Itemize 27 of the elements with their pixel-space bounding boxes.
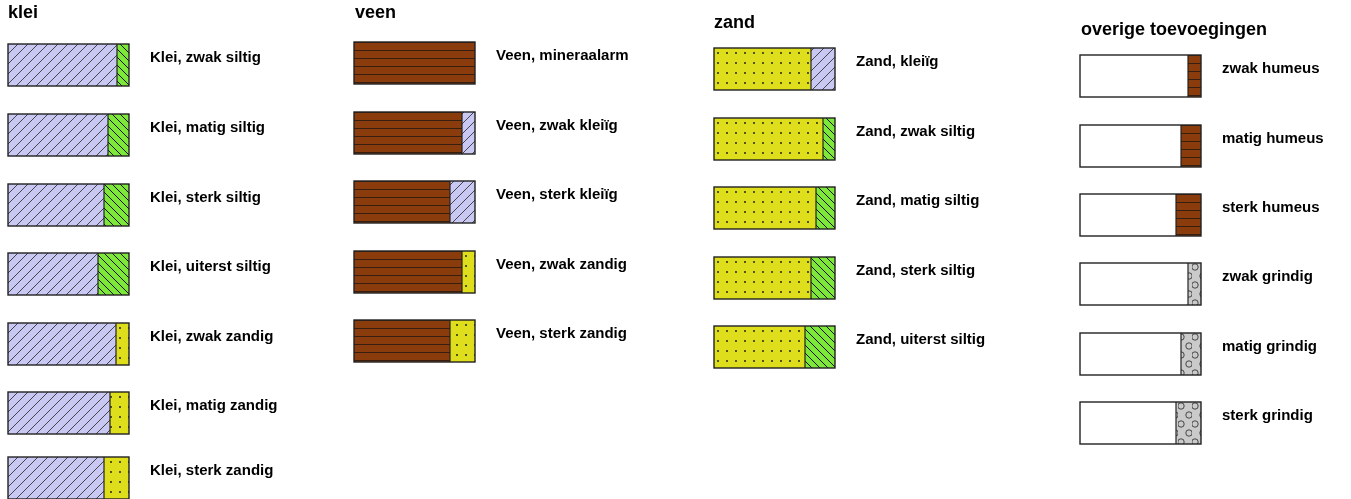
legend-label: matig humeus [1222,129,1324,146]
section-heading: zand [714,12,755,33]
legend-label: Veen, zwak kleiïg [496,116,618,133]
legend-label: zwak humeus [1222,59,1320,76]
legend-label: Klei, zwak siltig [150,48,261,65]
legend-label: Klei, matig zandig [150,396,278,413]
legend-label: Klei, uiterst siltig [150,257,271,274]
legend-label: Zand, kleiïg [856,52,939,69]
legend-label: Zand, sterk siltig [856,261,976,278]
legend-label: Klei, zwak zandig [150,327,274,344]
legend-label: matig grindig [1222,337,1317,354]
legend-label: Klei, sterk siltig [150,188,261,205]
legend-label: sterk grindig [1222,406,1313,423]
legend-label: Veen, sterk kleiïg [496,185,618,202]
legend-label: Zand, matig siltig [856,191,980,208]
legend-label: Klei, matig siltig [150,118,266,135]
legend-label: Klei, sterk zandig [150,461,274,478]
section-heading: veen [355,2,397,23]
legend-label: Veen, zwak zandig [496,255,627,272]
legend-label: Zand, zwak siltig [856,122,976,139]
legend-label: Veen, mineraalarm [496,46,629,63]
legend-label: sterk humeus [1222,198,1320,215]
legend-label: Veen, sterk zandig [496,324,627,341]
legend-label: Zand, uiterst siltig [856,330,986,347]
section-heading: overige toevoegingen [1081,19,1268,40]
legend-label: zwak grindig [1222,267,1313,284]
section-heading: klei [8,2,39,23]
